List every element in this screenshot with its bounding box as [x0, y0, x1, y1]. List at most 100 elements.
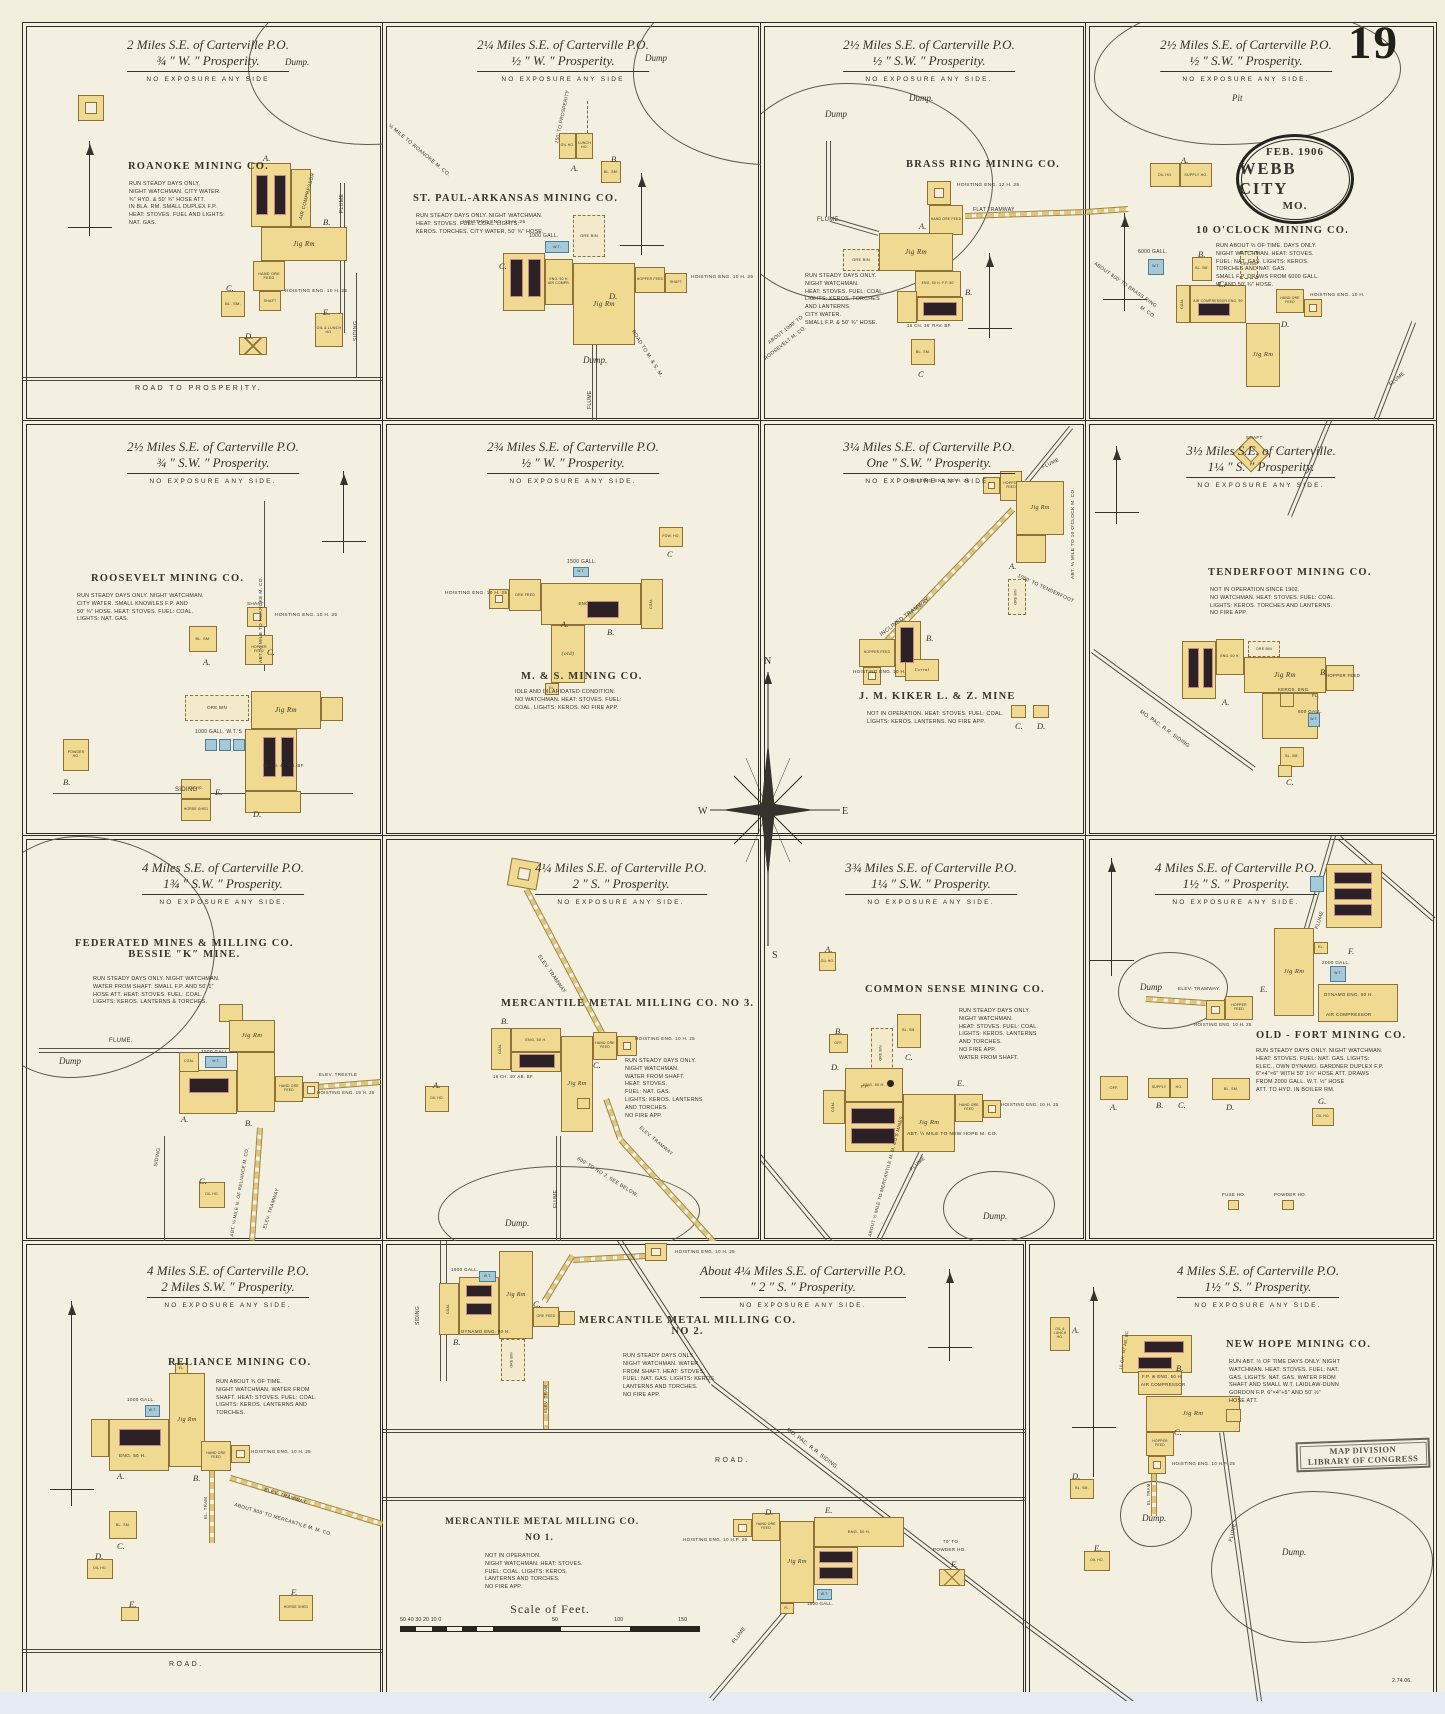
map-label: 600 Gall.: [1298, 709, 1323, 714]
building-label: Pow. Ho.: [662, 534, 680, 539]
map-label: E.: [825, 1505, 833, 1515]
building-label: Oil & Lunch Ho.: [316, 325, 342, 334]
building: Ho.: [1170, 1078, 1188, 1098]
scale-numbers: 50 40 30 20 10 0 50 100 150: [400, 1617, 700, 1626]
building: Supply Ho.: [1180, 163, 1212, 187]
building-label: Jig Rm: [292, 239, 316, 248]
company-description: Run about ⅔ of time. Days only. Night wa…: [1216, 243, 1319, 289]
building: Eng. 60 H.: [1216, 639, 1244, 675]
header-exposure-note: No Exposure Any Side: [146, 75, 270, 83]
building: Bl. Sm.: [1280, 747, 1304, 767]
company-name: 10 O'Clock Mining Co.: [1196, 225, 1349, 236]
hoist-house: [231, 1445, 250, 1463]
dump-outline: [1118, 952, 1228, 1029]
map-label: Dump.: [1282, 1547, 1307, 1557]
building: Oil Ho.: [1150, 163, 1180, 187]
header-location-line1: 2½ Miles S.E. of Carterville P.O.: [843, 37, 1015, 52]
company-name: Roosevelt Mining Co.: [91, 573, 245, 584]
building-label: Supply: [1151, 1085, 1167, 1090]
map-label: 1000 Gall.: [127, 1397, 156, 1402]
map-label: 6000 Gall.: [1138, 249, 1168, 255]
header-rule: [535, 893, 707, 895]
panel-header: About 4¼ Miles S.E. of Carterville P.O.″…: [700, 1263, 906, 1309]
building-label: Jig Rm: [918, 1119, 940, 1127]
building-label: Coal: [831, 1101, 836, 1113]
boiler: [263, 737, 276, 777]
map-label: D.: [609, 291, 618, 301]
header-exposure-note: No Exposure Any Side: [501, 75, 625, 83]
header-location-line1: 4¼ Miles S.E. of Carterville P.O.: [535, 860, 707, 875]
building-label: Off.: [1109, 1085, 1119, 1090]
header-rule: [127, 472, 299, 474]
boiler: [1188, 648, 1199, 688]
map-label: A.: [1222, 697, 1230, 707]
north-arrow: [68, 141, 112, 236]
map-line-thin2: [1373, 321, 1416, 421]
building-label: Coal: [1180, 298, 1185, 310]
boiler: [1203, 648, 1213, 688]
header-rule: [700, 1296, 906, 1298]
building-label: Coal: [446, 1303, 451, 1315]
building-label: Hopper Feed: [636, 277, 664, 282]
shed-crossed: [239, 337, 267, 355]
header-location-line1: 2 Miles S.E. of Carterville P.O.: [127, 37, 289, 52]
map-line-thin2: [39, 1048, 239, 1053]
map-label: F.: [1348, 946, 1355, 956]
map-line-dashY: [249, 1127, 263, 1241]
building: Oil Ho.: [87, 1559, 113, 1579]
machine-dot: [887, 1080, 894, 1087]
map-line-thin: [164, 1136, 165, 1241]
building: [1326, 665, 1354, 691]
map-label: C.: [267, 647, 275, 657]
building: El.: [1314, 942, 1328, 954]
building-label: Fl.: [784, 1605, 790, 1610]
header-location-line2: 1¼ ″ S.W. ″ Prosperity.: [871, 876, 991, 892]
arrow-cross-tick: [322, 541, 366, 543]
header-location-line2: ½ ″ W. ″ Prosperity.: [511, 53, 615, 69]
building-label: Jig Rm: [241, 1032, 263, 1040]
boiler: [1334, 904, 1372, 916]
building: Bl. Sm.: [1192, 257, 1212, 281]
map-label: C.: [1286, 777, 1294, 787]
map-label: Hoisting Eng. 10 H. 25: [675, 1249, 735, 1254]
arrow-cross-tick: [1090, 960, 1134, 962]
map-label: B.: [1198, 249, 1206, 259]
building: Coal: [439, 1283, 459, 1335]
panel-st-paul-arkansas: Oil Ho.Lunch Ho.Bl. Sm.Ore BinW.T.Eng. 5…: [382, 22, 762, 422]
building: Hopper Feed: [1146, 1432, 1174, 1456]
header-location-line1: 3¼ Miles S.E. of Carterville P.O.: [843, 439, 1015, 454]
north-arrow: [928, 1269, 972, 1361]
map-label: B.: [63, 777, 71, 787]
boiler: [851, 1128, 895, 1144]
map-label: B.: [1156, 1100, 1164, 1110]
building: Coal: [179, 1052, 199, 1072]
building: Bl. Sm.: [897, 1014, 921, 1048]
map-line-dashY: [541, 1253, 575, 1303]
header-location-line2: 1¼ ″ S. ″ Prosperity.: [1207, 459, 1315, 475]
company-name: Brass Ring Mining Co.: [906, 159, 1061, 170]
map-label: B.: [926, 633, 934, 643]
building-label: Bl. Sm.: [902, 1028, 916, 1033]
map-label: Dump.: [1142, 1513, 1167, 1523]
header-rule: [843, 70, 1015, 72]
building-label: Oil Ho.: [205, 1192, 219, 1197]
map-label: Flume: [909, 1155, 927, 1173]
panel-new-hope: Oil & Lunch Ho.Jig RmHopper FeedBl. Sm.O…: [1025, 1240, 1437, 1702]
company-description: Run steady days only. Night watchman. He…: [805, 273, 885, 326]
water-tank: W.T.: [817, 1589, 832, 1600]
panel-mercantile-no3: CoalEng. 50 H.Jig RmHand Ore FeedOil Ho.…: [382, 835, 762, 1242]
building: Supply: [1148, 1078, 1170, 1098]
building-label: Oil Ho.: [189, 786, 203, 791]
building-label: Eng. 50 H.: [525, 1037, 547, 1042]
map-label: B.: [965, 287, 973, 297]
company-name: Tenderfoot Mining Co.: [1208, 567, 1372, 578]
map-label: Fuse Ho.: [1222, 1192, 1246, 1197]
building-label: Shaft: [669, 280, 683, 285]
map-label: Dump: [1140, 982, 1162, 992]
building-label: Jig Rm: [904, 247, 928, 256]
building: El.: [545, 683, 559, 695]
panel-mercantile-no2-no1: W.T.CoalJig RmOre BinOre FeedHand Ore Fe…: [382, 1240, 1027, 1702]
compass-south-label: S: [772, 950, 778, 960]
ore-bin: Ore Bin: [185, 695, 249, 721]
header-location-line2: 1½ ″ S. ″ Prosperity.: [1182, 876, 1290, 892]
